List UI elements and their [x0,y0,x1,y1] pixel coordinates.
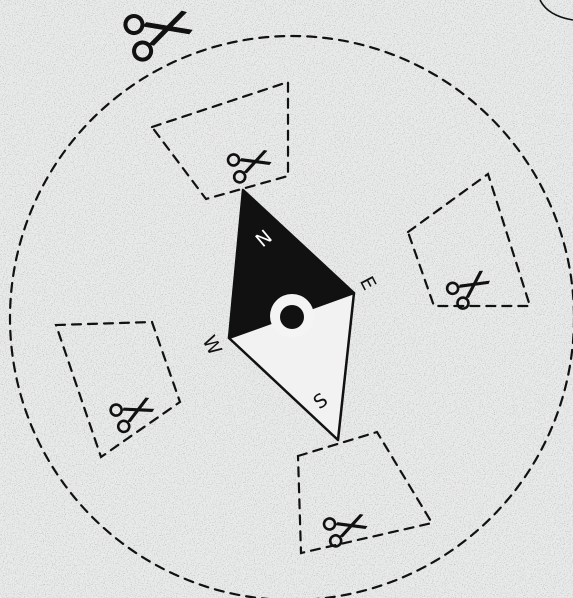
pivot-center [280,305,304,329]
